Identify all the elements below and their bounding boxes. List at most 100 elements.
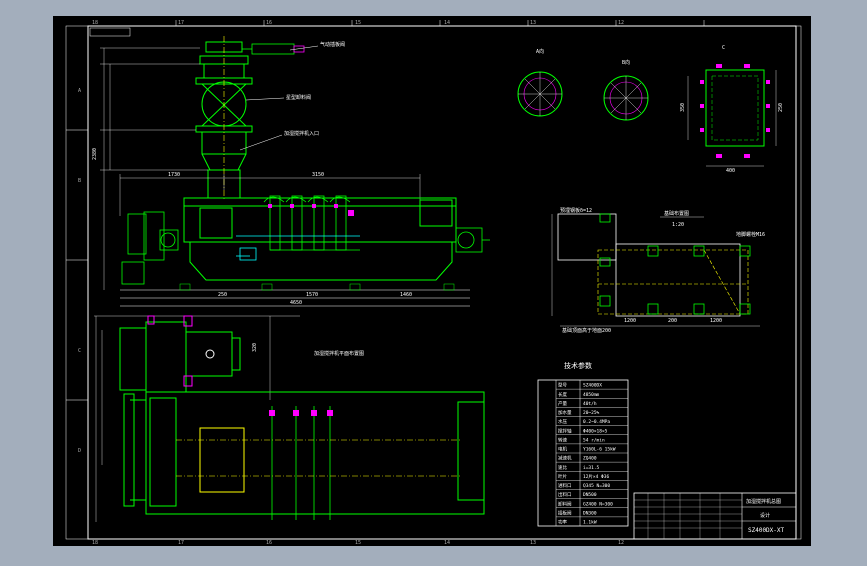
param-value: 40t/h: [583, 401, 597, 407]
dim-overall: 4650: [290, 300, 302, 306]
param-name: 加水量: [558, 409, 572, 416]
foundation-title: 基础布置图: [664, 210, 689, 217]
param-value: ZQ400: [583, 456, 597, 462]
drawing-number: SZ400DX-XT: [748, 527, 785, 534]
shaft-paddles: [176, 406, 460, 520]
dim-top-right: 3150: [312, 172, 324, 178]
dim-height: 2380: [92, 148, 98, 160]
zone-left-d: D: [78, 448, 81, 454]
detail-view-b: B向: [603, 59, 649, 121]
top-dimensions: [119, 174, 421, 216]
dim-top-left: 1730: [168, 172, 180, 178]
plan-view: 加湿搅拌机平面布置图 320: [94, 315, 485, 522]
param-name: 叶片: [558, 473, 567, 480]
zone-markers: 18 17 16 15 14 13 12 18 17 16 15 14 13 1…: [78, 20, 624, 546]
view-a-label: A向: [536, 48, 544, 55]
elevation-view: 气动插板阀 星型卸料阀 加湿搅拌机入口 2380 1730 3150: [92, 36, 490, 307]
title-block: 加湿搅拌机总图 设计 SZ400DX-XT: [633, 492, 797, 540]
spray-valves: [268, 204, 354, 216]
zone-ticks: [66, 20, 705, 401]
zone-top-3: 16: [266, 20, 272, 26]
foundation-bottom-note: 基础顶面高于地面200: [562, 327, 611, 334]
plan-valves: [269, 410, 333, 416]
foundation-annot-2: 地脚螺栓M16: [736, 231, 765, 238]
actuator-cylinder: [242, 43, 305, 55]
view-b-label: B向: [622, 59, 630, 66]
param-name: 型号: [558, 382, 567, 389]
param-name: 进料口: [558, 482, 572, 489]
zone-left-a: A: [78, 88, 81, 94]
zone-top-5: 14: [444, 20, 450, 26]
foundation-scale: 1:20: [672, 222, 684, 228]
zone-bottom-7: 12: [618, 540, 624, 546]
callout-actuator: 气动插板阀: [320, 41, 345, 48]
param-name: 速比: [558, 464, 567, 471]
outer-frame: [65, 25, 802, 540]
zone-bottom-3: 16: [266, 540, 272, 546]
param-name: 转速: [558, 436, 567, 443]
param-value: 12片×4 Φ36: [583, 473, 609, 480]
zone-top-6: 13: [530, 20, 536, 26]
view-c-inner: 350: [680, 103, 686, 112]
param-value: 1.1kW: [583, 520, 597, 526]
base-frame: [120, 283, 470, 307]
param-value: 20~25%: [583, 410, 600, 416]
param-name: 插板阀: [558, 509, 572, 516]
param-value: 54 r/min: [583, 437, 605, 443]
callout-rotary-valve: 星型卸料阀: [286, 94, 311, 101]
param-name: 产量: [558, 400, 567, 407]
foundation-view: 基础布置图 1:20 预埋钢板δ=12 地脚螺栓M16 基础顶面高于地面200: [551, 207, 765, 334]
designer-cell: 设计: [760, 512, 770, 519]
view-c-width: 400: [726, 168, 735, 174]
vertical-dimensions: [100, 47, 208, 290]
water-piping: [236, 235, 360, 261]
plan-view-title: 加湿搅拌机平面布置图: [314, 350, 364, 357]
zone-bottom-5: 14: [444, 540, 450, 546]
dim-base-left: 250: [218, 292, 227, 298]
foundation-dim-2: 200: [668, 318, 677, 324]
detail-view-a: A向: [517, 48, 563, 117]
corner-stamp: [89, 27, 131, 37]
foundation-dim-3: 1200: [710, 318, 722, 324]
plan-width-dim: 320: [252, 343, 258, 352]
zone-top-4: 15: [355, 20, 361, 26]
view-c-label: C: [722, 45, 725, 51]
view-c-height: 250: [778, 103, 784, 112]
zone-bottom-2: 17: [178, 540, 184, 546]
zone-top-2: 17: [178, 20, 184, 26]
param-name: 功率: [558, 519, 567, 526]
param-value: DN300: [583, 510, 597, 516]
zone-bottom-1: 18: [92, 540, 98, 546]
param-value: 0.2~0.4MPa: [583, 419, 610, 425]
param-value: DN500: [583, 492, 597, 498]
param-value: GZ400 N=300: [583, 501, 613, 507]
dim-base-mid: 1570: [306, 292, 318, 298]
couplings: [147, 315, 193, 387]
param-value: SZ400DX: [583, 383, 602, 389]
zone-top-1: 18: [92, 20, 98, 26]
zone-left-b: B: [78, 178, 81, 184]
param-name: 水压: [558, 418, 567, 425]
params-title: 技术参数: [564, 361, 592, 370]
dim-base-right: 1460: [400, 292, 412, 298]
param-name: 搅拌轴: [558, 427, 572, 434]
foundation-dim-1: 1200: [624, 318, 636, 324]
mixer-body: [183, 197, 457, 281]
zone-bottom-4: 15: [355, 540, 361, 546]
callout-mixer-inlet: 加湿搅拌机入口: [284, 130, 319, 137]
param-value: Y160L-6 15kW: [583, 447, 616, 453]
param-name: 出料口: [558, 491, 572, 498]
drive-left: [121, 211, 179, 285]
param-name: 电机: [558, 446, 567, 453]
drawing-title: 加湿搅拌机总图: [746, 498, 781, 505]
detail-view-c: C 400 250 350: [680, 45, 784, 174]
drive-right: [455, 227, 490, 253]
drawing-sheet: [53, 16, 811, 546]
plan-dimensions: [94, 315, 300, 522]
zone-top-7: 12: [618, 20, 624, 26]
param-value: i=31.5: [583, 465, 600, 471]
